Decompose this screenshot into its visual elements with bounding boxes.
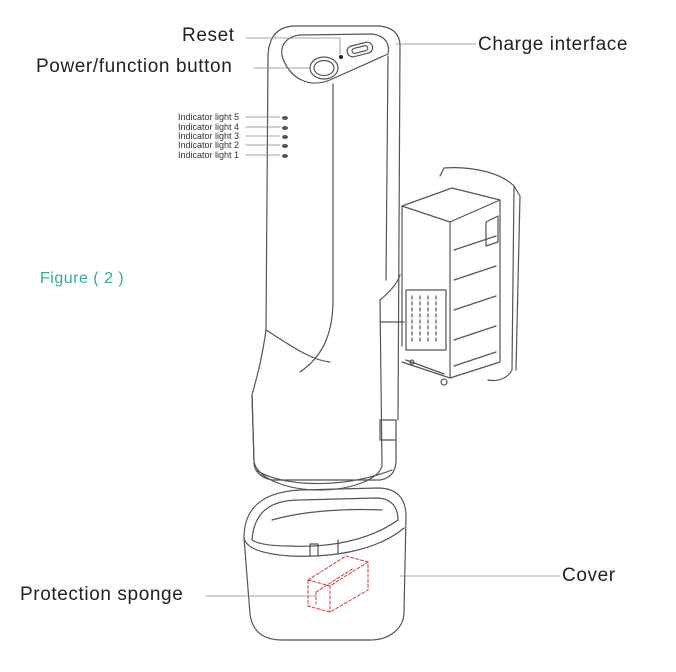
protection-sponge	[307, 555, 369, 613]
charge-port	[346, 41, 374, 58]
reset-pinhole[interactable]	[339, 55, 343, 59]
power-button-label: Power/function button	[36, 56, 233, 77]
indicator-light-5-label: Indicator light 5	[178, 112, 240, 122]
indicator-lights	[282, 116, 288, 158]
battery-pack	[379, 167, 521, 386]
cover	[243, 487, 407, 641]
charge-interface-label: Charge interface	[478, 34, 629, 55]
indicator-light-3-label: Indicator light 3	[178, 131, 240, 141]
figure-caption: Figure ( 2 )	[40, 270, 125, 287]
cover-label: Cover	[562, 565, 616, 586]
main-body	[251, 25, 401, 491]
indicator-light-4-label: Indicator light 4	[178, 122, 240, 132]
power-button[interactable]	[309, 56, 339, 80]
leader-lines	[205, 37, 561, 597]
protection-sponge-label: Protection sponge	[20, 584, 184, 605]
reset-label: Reset	[182, 25, 235, 46]
indicator-light-2-label: Indicator light 2	[178, 140, 240, 150]
indicator-light-1-label: Indicator light 1	[178, 150, 240, 160]
